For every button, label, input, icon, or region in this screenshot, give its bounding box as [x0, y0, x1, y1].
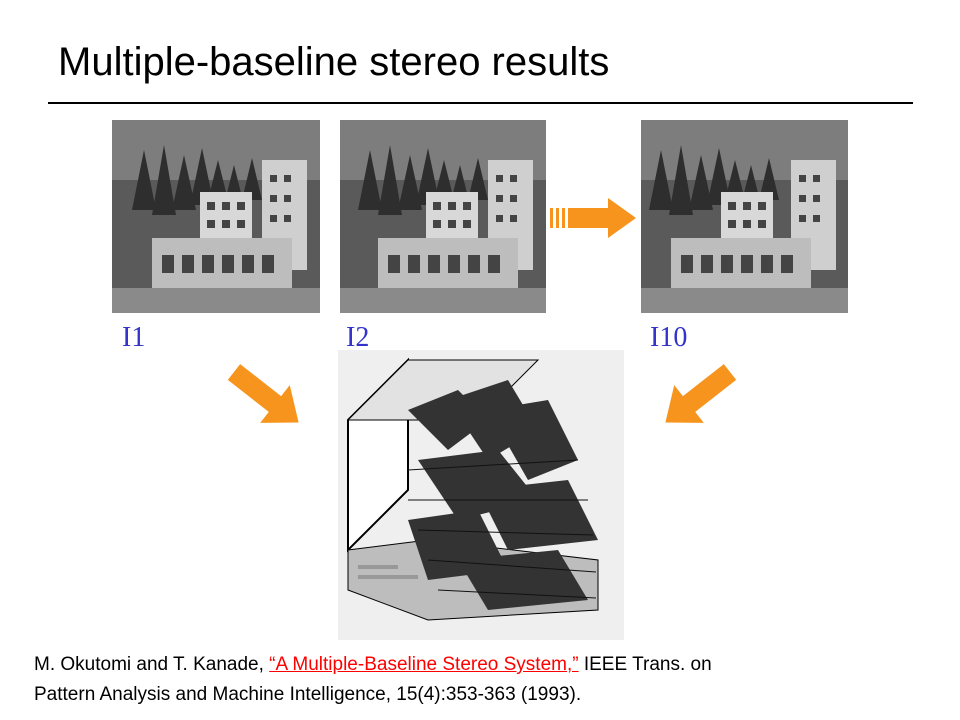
citation-venue-line1: IEEE Trans. on [578, 654, 712, 675]
stereo-image-i10 [641, 120, 848, 313]
image-label-i1: I1 [122, 322, 146, 353]
depth-map-result-image [338, 350, 624, 640]
slide-title: Multiple-baseline stereo results [58, 40, 610, 84]
sequence-arrow-icon [550, 198, 638, 245]
image-label-i2: I2 [346, 322, 370, 353]
stereo-image-i2 [340, 120, 546, 313]
arrow-down-left-icon [656, 362, 737, 439]
citation-authors: M. Okutomi and T. Kanade, [34, 654, 270, 675]
citation: M. Okutomi and T. Kanade, “A Multiple-Ba… [34, 650, 934, 710]
citation-paper-link[interactable]: “A Multiple-Baseline Stereo System,” [269, 654, 579, 675]
arrow-down-right-icon [227, 362, 308, 439]
title-divider [48, 102, 913, 104]
image-label-i10: I10 [650, 322, 688, 353]
stereo-image-i1 [112, 120, 320, 313]
citation-venue-line2: Pattern Analysis and Machine Intelligenc… [34, 684, 582, 705]
